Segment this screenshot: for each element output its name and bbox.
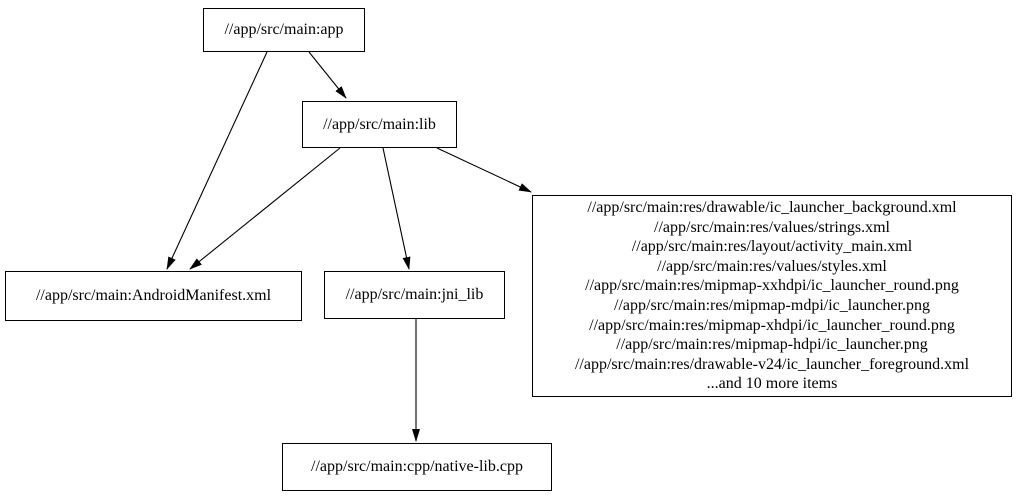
- res-file-line: //app/src/main:res/layout/activity_main.…: [631, 238, 913, 256]
- graph-node-lib: //app/src/main:lib: [302, 101, 457, 148]
- node-jni-lib-label: //app/src/main:jni_lib: [345, 286, 484, 303]
- graph-node-app: //app/src/main:app: [203, 8, 365, 52]
- node-native-lib-cpp-label: //app/src/main:cpp/native-lib.cpp: [311, 458, 523, 475]
- graph-node-native-lib-cpp: //app/src/main:cpp/native-lib.cpp: [282, 443, 552, 491]
- graph-node-res-file-group: //app/src/main:res/drawable/ic_launcher_…: [532, 195, 1012, 397]
- node-lib-label: //app/src/main:lib: [323, 115, 436, 133]
- edge-lib-to-res-group: [436, 147, 532, 193]
- res-file-line: //app/src/main:res/values/strings.xml: [654, 218, 890, 236]
- res-file-line: //app/src/main:res/drawable-v24/ic_launc…: [574, 355, 970, 373]
- graph-node-androidmanifest: //app/src/main:AndroidManifest.xml: [5, 271, 302, 321]
- res-file-line: //app/src/main:res/mipmap-mdpi/ic_launch…: [614, 297, 930, 314]
- res-file-line: //app/src/main:res/mipmap-xhdpi/ic_launc…: [589, 316, 955, 334]
- graph-node-jni-lib: //app/src/main:jni_lib: [324, 271, 505, 319]
- res-group-more-items: ...and 10 more items: [706, 375, 838, 393]
- res-file-line: //app/src/main:res/values/styles.xml: [657, 257, 887, 275]
- edge-app-to-lib: [308, 51, 347, 99]
- res-file-line: //app/src/main:res/mipmap-hdpi/ic_launch…: [616, 336, 928, 354]
- node-app-label: //app/src/main:app: [224, 21, 344, 38]
- edge-lib-to-jni-lib: [382, 147, 411, 270]
- node-androidmanifest-label: //app/src/main:AndroidManifest.xml: [35, 287, 272, 304]
- res-file-line: //app/src/main:res/mipmap-xxhdpi/ic_laun…: [585, 277, 959, 295]
- res-file-line: //app/src/main:res/drawable/ic_launcher_…: [587, 199, 957, 217]
- edge-app-to-androidmanifest: [166, 51, 268, 270]
- edge-lib-to-androidmanifest: [189, 147, 341, 270]
